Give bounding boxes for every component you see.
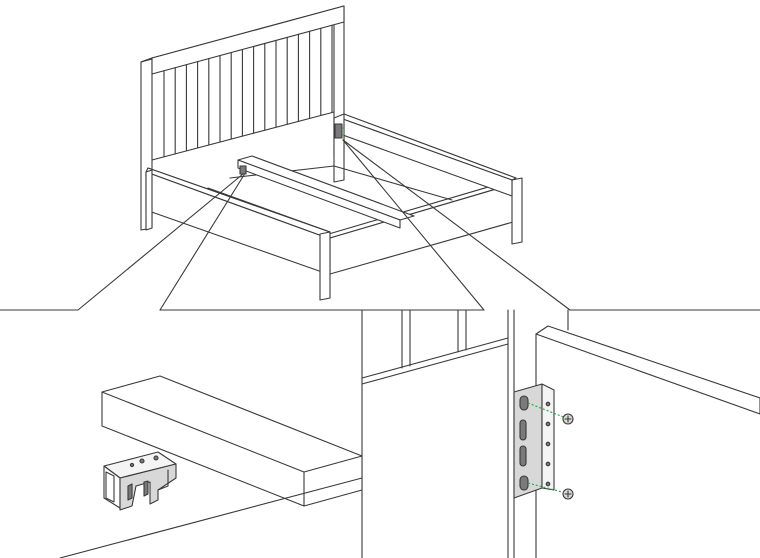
screw-icon bbox=[562, 488, 574, 500]
detail-right-view bbox=[361, 309, 760, 558]
side-rail-detail bbox=[535, 325, 760, 415]
detail-left-view bbox=[59, 375, 363, 558]
beam-detail bbox=[101, 375, 363, 507]
bed-frame-icon bbox=[140, 5, 523, 301]
headboard-top-rail bbox=[151, 5, 345, 75]
foot-right-leg bbox=[511, 177, 523, 245]
corner-bracket-marker bbox=[334, 123, 343, 139]
center-bracket-icon bbox=[103, 451, 177, 511]
center-beam bbox=[237, 159, 401, 229]
foot-left-leg bbox=[319, 231, 331, 301]
corner-bracket-icon bbox=[513, 383, 555, 499]
center-bracket-marker bbox=[239, 165, 247, 175]
leader-lines bbox=[0, 139, 760, 558]
screw-icon bbox=[562, 413, 574, 425]
headboard-slats bbox=[163, 24, 333, 158]
